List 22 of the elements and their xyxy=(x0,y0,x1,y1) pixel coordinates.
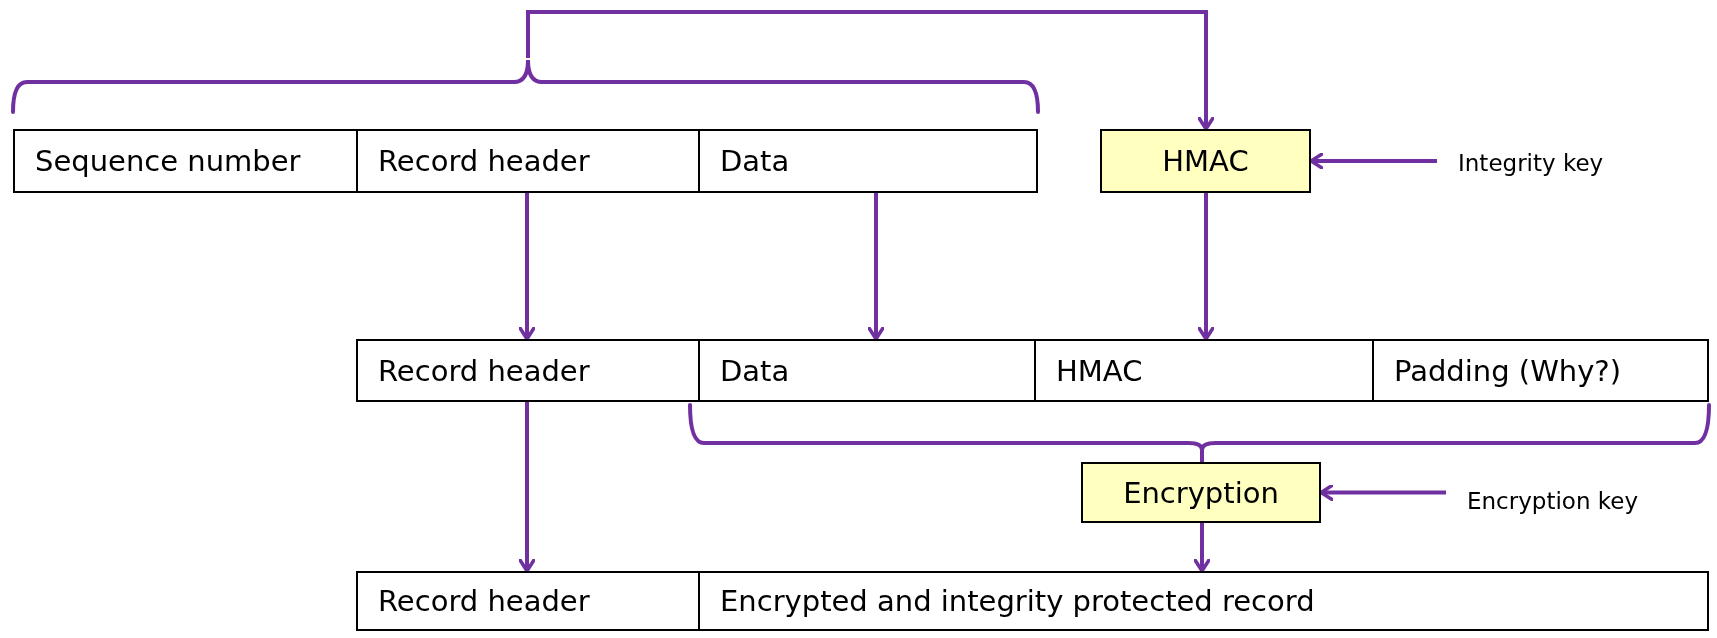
curly-brace xyxy=(688,403,1711,450)
record-field: Data xyxy=(698,339,1036,402)
record-field: Data xyxy=(698,129,1038,193)
key-label: Encryption key xyxy=(1467,484,1702,518)
record-field: Record header xyxy=(356,129,700,193)
arrow xyxy=(526,10,1215,131)
arrow xyxy=(518,402,536,573)
record-field: Sequence number xyxy=(13,129,358,193)
arrow xyxy=(867,193,885,341)
connector-line xyxy=(1200,450,1204,462)
record-field: Padding (Why?) xyxy=(1372,339,1709,402)
curly-brace xyxy=(11,58,1040,114)
record-field: Record header xyxy=(356,571,700,631)
arrow xyxy=(1197,193,1215,341)
process-box: HMAC xyxy=(1100,129,1311,193)
process-box: Encryption xyxy=(1081,462,1321,523)
record-field: Record header xyxy=(356,339,700,402)
key-label: Integrity key xyxy=(1458,146,1678,180)
arrow xyxy=(1193,523,1211,573)
arrow xyxy=(518,193,536,341)
record-field: HMAC xyxy=(1034,339,1374,402)
record-field: Encrypted and integrity protected record xyxy=(698,571,1709,631)
